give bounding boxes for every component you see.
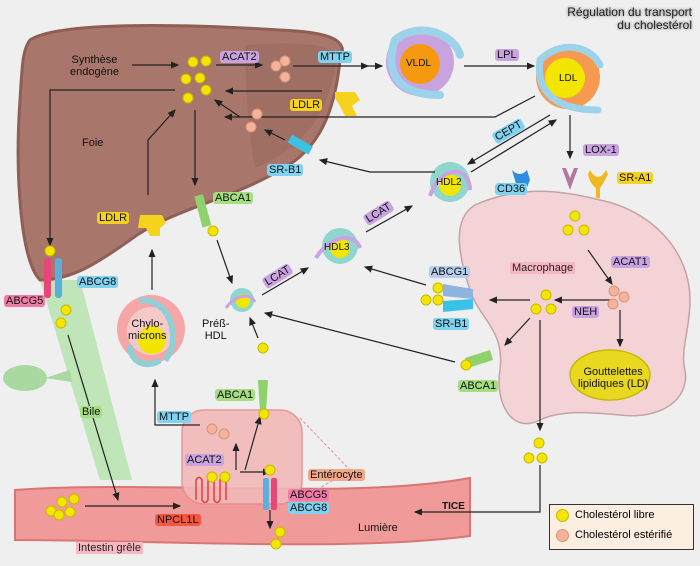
acat2-liver-tag: ACAT2	[220, 51, 259, 63]
hdl2-label: HDL2	[436, 177, 462, 188]
enterocyte-label: Entérocyte	[308, 469, 365, 481]
diagram-title: Régulation du transport du cholestérol	[567, 6, 692, 32]
ldlr-receptor-liver	[335, 92, 360, 116]
abcg8-liver-tag: ABCG8	[77, 276, 119, 288]
sra1-receptor	[588, 170, 608, 198]
abcg5-entero-tag: ABCG5	[288, 489, 330, 501]
legend-free-label: Cholestérol libre	[575, 509, 655, 521]
ldl-particle	[535, 43, 604, 114]
acat2-entero-tag: ACAT2	[185, 454, 224, 466]
legend: Cholestérol libre Cholestérol estérifié	[549, 504, 694, 550]
ldlr-receptor-chylo	[138, 215, 166, 236]
lipid-droplets-label: Gouttelettes lipidiques (LD)	[578, 366, 648, 390]
abca1-receptor-macro	[465, 350, 493, 368]
mttp-liver-tag: MTTP	[318, 51, 352, 63]
abcg8-entero-tag: ABCG8	[288, 502, 330, 514]
bile-tag: Bile	[80, 406, 103, 418]
prebeta-line2: HDL	[204, 330, 227, 342]
legend-item-esterified: Cholestérol estérifié	[550, 525, 693, 545]
legend-esterified-label: Cholestérol estérifié	[575, 529, 673, 541]
abca1-macro-tag: ABCA1	[458, 380, 499, 392]
srb1-liver-tag: SR-B1	[267, 164, 304, 176]
lpl-tag: LPL	[495, 49, 519, 61]
synthese-line2: endogène	[70, 66, 119, 78]
chylo-line1: Chylo-	[131, 318, 164, 330]
srb1-receptor-liver	[287, 134, 313, 155]
lumen-label: Lumière	[358, 522, 398, 534]
tice-label: TICE	[442, 501, 465, 512]
ldlr-chylo-tag: LDLR	[97, 212, 130, 224]
lipid-droplets	[569, 349, 651, 401]
chylo-line2: microns	[128, 330, 167, 342]
esterified-cholesterol-icon	[556, 528, 569, 542]
esterified-cholesterol-dots	[206, 55, 630, 440]
hdl3-label: HDL3	[324, 242, 350, 253]
legend-item-free: Cholestérol libre	[550, 505, 693, 525]
synthese-line1: Synthèse	[71, 54, 118, 66]
hdl2-particle	[428, 162, 472, 202]
abcg5-abcg8-entero	[263, 478, 277, 510]
prebeta-line1: Préß-	[202, 318, 230, 330]
intestine-label: Intestin grêle	[76, 542, 143, 554]
intestine	[14, 476, 471, 546]
abcg5-abcg8-liver	[44, 258, 62, 298]
liver-label: Foie	[82, 137, 104, 149]
abca1-liver-tag: ABCA1	[213, 192, 254, 204]
abca1-entero-tag: ABCA1	[215, 389, 256, 401]
npcl1l-tag: NPCL1L	[155, 514, 201, 526]
vldl-label: VLDL	[406, 58, 432, 69]
acat1-tag: ACAT1	[611, 256, 650, 268]
ld-line2: lipidiques (LD)	[578, 378, 649, 390]
abca1-receptor-entero	[258, 380, 268, 412]
free-cholesterol-dots	[44, 55, 590, 550]
lox1-tag: LOX-1	[583, 144, 619, 156]
prebeta-hdl-label: Préß- HDL	[202, 318, 230, 342]
gallbladder	[3, 365, 47, 391]
ldlr-liver-tag: LDLR	[290, 99, 323, 111]
cd36-tag: CD36	[495, 183, 528, 195]
free-cholesterol-icon	[556, 508, 569, 522]
abcg5-liver-tag: ABCG5	[4, 295, 46, 307]
neh-tag: NEH	[572, 306, 600, 318]
srb1-macro-tag: SR-B1	[433, 318, 470, 330]
title-line1: Régulation du transport	[567, 5, 692, 19]
bile-duct	[40, 280, 132, 480]
abca1-receptor-liver	[194, 194, 212, 228]
title-line2: du cholestérol	[617, 18, 692, 32]
prebeta-hdl-particle	[224, 288, 257, 312]
ld-line1: Gouttelettes	[583, 366, 643, 378]
chylomicrons-label: Chylo- microns	[128, 318, 167, 342]
ldl-label: LDL	[559, 73, 578, 84]
mttp-entero-tag: MTTP	[157, 411, 191, 423]
synthese-label: Synthèse endogène	[70, 54, 119, 78]
macrophage-label: Macrophage	[510, 262, 576, 274]
sra1-tag: SR-A1	[617, 172, 654, 184]
abcg1-receptor	[443, 284, 473, 299]
vldl-particle	[386, 26, 464, 99]
chylomicrons-particle	[117, 295, 185, 368]
hdl3-particle	[314, 228, 362, 264]
lox1-receptor	[562, 168, 578, 190]
srb1-receptor-macro	[443, 299, 473, 312]
abcg1-tag: ABCG1	[429, 266, 471, 278]
